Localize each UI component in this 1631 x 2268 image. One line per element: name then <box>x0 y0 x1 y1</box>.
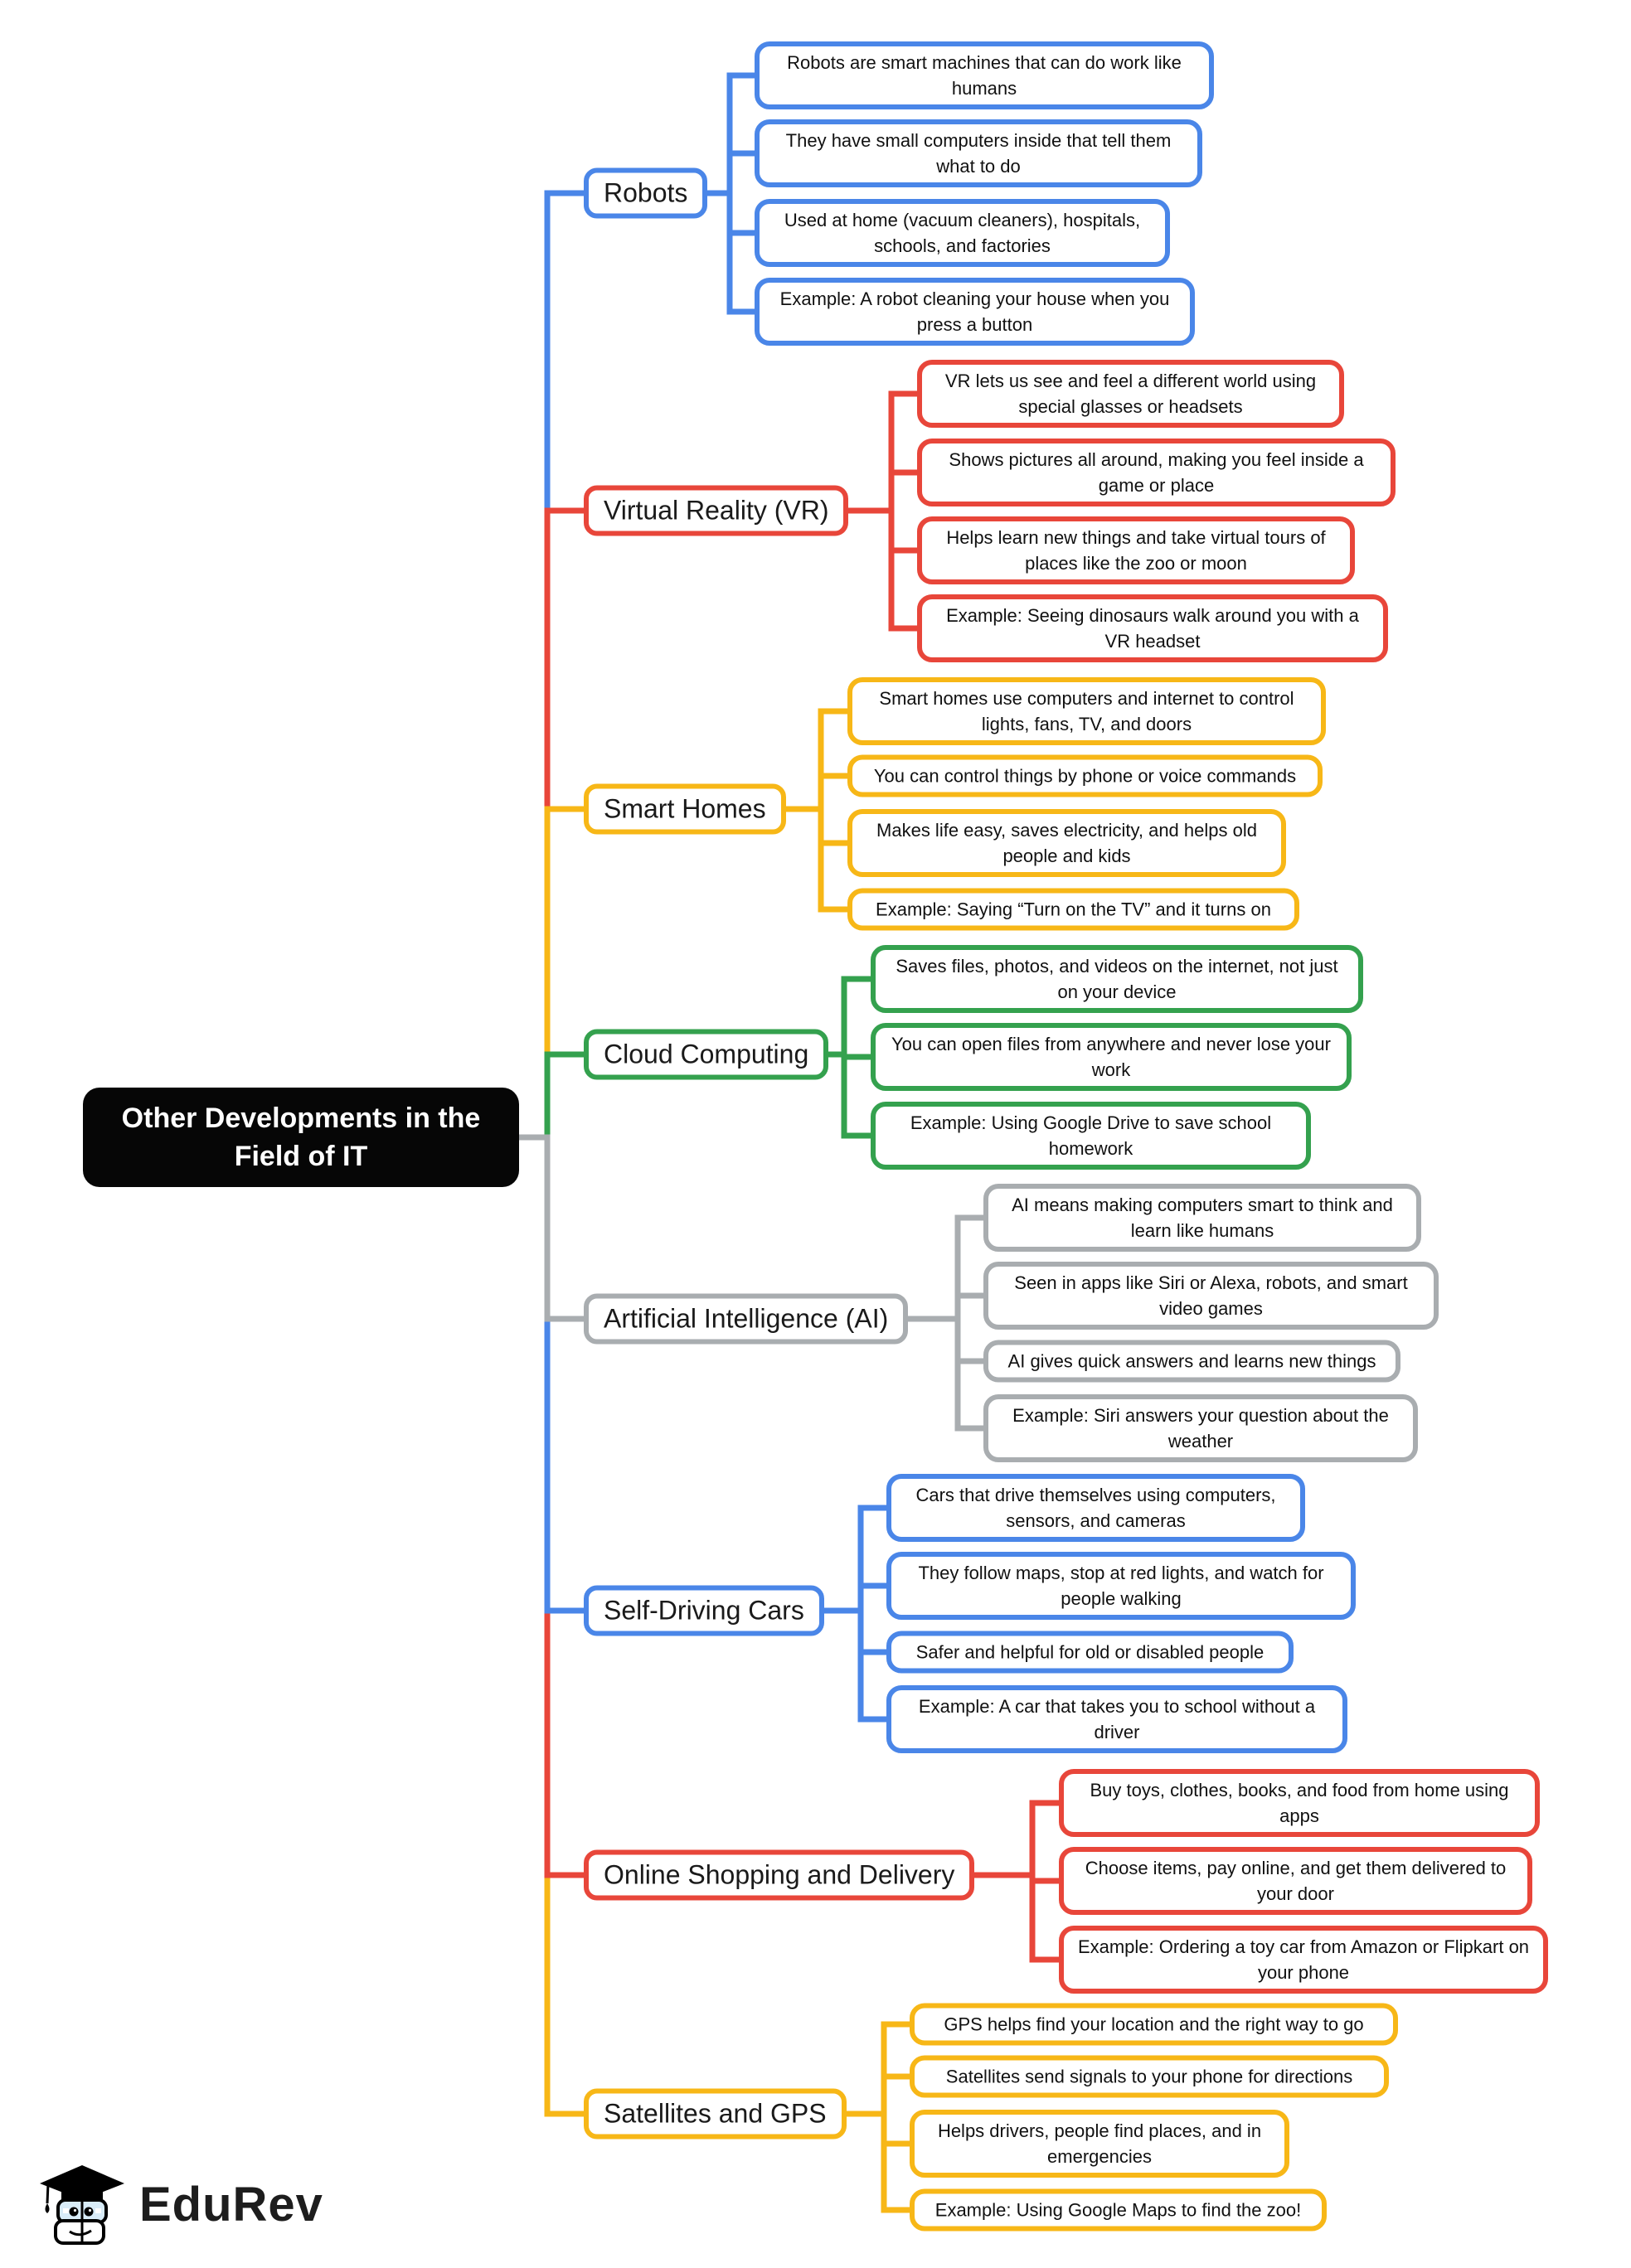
leaf-node-satellites-gps-1: GPS helps find your location and the rig… <box>910 2003 1398 2046</box>
edurev-logo: EduRev <box>36 2159 323 2250</box>
leaf-node-cloud-computing-2: You can open files from anywhere and nev… <box>871 1023 1352 1091</box>
leaf-node-robots-4: Example: A robot cleaning your house whe… <box>755 278 1195 346</box>
edurev-mascot-icon <box>40 2165 124 2245</box>
leaf-node-self-driving-cars-3: Safer and helpful for old or disabled pe… <box>886 1631 1294 1674</box>
leaf-node-virtual-reality-1: VR lets us see and feel a different worl… <box>917 360 1344 428</box>
leaf-node-cloud-computing-3: Example: Using Google Drive to save scho… <box>871 1102 1311 1170</box>
leaf-node-artificial-intelligence-3: AI gives quick answers and learns new th… <box>983 1340 1400 1383</box>
leaf-node-satellites-gps-2: Satellites send signals to your phone fo… <box>910 2055 1389 2098</box>
leaf-node-artificial-intelligence-4: Example: Siri answers your question abou… <box>983 1394 1418 1462</box>
leaf-node-self-driving-cars-1: Cars that drive themselves using compute… <box>886 1474 1305 1542</box>
leaf-node-smart-homes-3: Makes life easy, saves electricity, and … <box>847 809 1286 877</box>
leaf-node-robots-2: They have small computers inside that te… <box>755 119 1202 187</box>
leaf-node-virtual-reality-3: Helps learn new things and take virtual … <box>917 516 1355 584</box>
leaf-node-self-driving-cars-4: Example: A car that takes you to school … <box>886 1685 1347 1753</box>
leaf-node-online-shopping-1: Buy toys, clothes, books, and food from … <box>1059 1769 1540 1837</box>
edurev-brand-text: EduRev <box>139 2177 323 2232</box>
leaf-node-robots-3: Used at home (vacuum cleaners), hospital… <box>755 199 1170 267</box>
leaf-node-smart-homes-4: Example: Saying “Turn on the TV” and it … <box>847 888 1299 931</box>
branch-label-robots: Robots <box>584 167 708 219</box>
leaf-node-virtual-reality-2: Shows pictures all around, making you fe… <box>917 439 1396 506</box>
branch-label-satellites-gps: Satellites and GPS <box>584 2088 847 2140</box>
leaf-node-satellites-gps-4: Example: Using Google Maps to find the z… <box>910 2188 1327 2232</box>
leaf-node-smart-homes-2: You can control things by phone or voice… <box>847 754 1323 797</box>
branch-label-virtual-reality: Virtual Reality (VR) <box>584 485 849 536</box>
branch-label-online-shopping: Online Shopping and Delivery <box>584 1849 975 1901</box>
branch-label-artificial-intelligence: Artificial Intelligence (AI) <box>584 1293 909 1345</box>
leaf-node-smart-homes-1: Smart homes use computers and internet t… <box>847 677 1326 745</box>
leaf-node-robots-1: Robots are smart machines that can do wo… <box>755 41 1214 109</box>
leaf-node-cloud-computing-1: Saves files, photos, and videos on the i… <box>871 945 1363 1013</box>
root-node: Other Developments in the Field of IT <box>83 1088 519 1187</box>
leaf-node-artificial-intelligence-1: AI means making computers smart to think… <box>983 1184 1421 1252</box>
leaf-node-virtual-reality-4: Example: Seeing dinosaurs walk around yo… <box>917 594 1388 662</box>
leaf-node-online-shopping-3: Example: Ordering a toy car from Amazon … <box>1059 1926 1548 1994</box>
leaf-node-artificial-intelligence-2: Seen in apps like Siri or Alexa, robots,… <box>983 1262 1439 1330</box>
branch-label-self-driving-cars: Self-Driving Cars <box>584 1585 824 1636</box>
leaf-node-self-driving-cars-2: They follow maps, stop at red lights, an… <box>886 1552 1356 1620</box>
branch-label-smart-homes: Smart Homes <box>584 783 786 835</box>
branch-label-cloud-computing: Cloud Computing <box>584 1029 829 1080</box>
leaf-node-satellites-gps-3: Helps drivers, people find places, and i… <box>910 2110 1289 2178</box>
leaf-node-online-shopping-2: Choose items, pay online, and get them d… <box>1059 1847 1532 1915</box>
